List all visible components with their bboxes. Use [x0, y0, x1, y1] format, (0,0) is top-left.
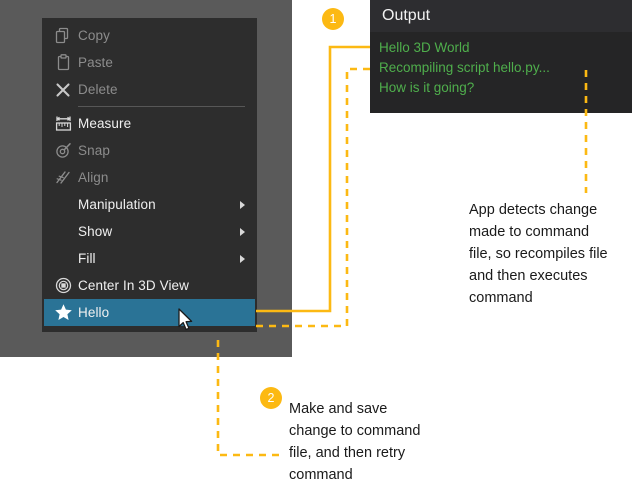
center-target-icon: [48, 275, 78, 297]
menu-item-hello[interactable]: Hello: [44, 299, 255, 326]
star-icon: [48, 302, 78, 324]
context-menu[interactable]: Copy Paste Delete: [42, 18, 257, 332]
callout-badge-2: 2: [260, 387, 282, 409]
menu-item-show[interactable]: Show: [42, 218, 257, 245]
menu-separator: [78, 106, 245, 107]
blank-icon: [48, 248, 78, 270]
callout-note-1: App detects change made to command file,…: [469, 202, 608, 306]
menu-item-center-in-3d-view[interactable]: Center In 3D View: [42, 272, 257, 299]
output-title-bar: Output: [370, 0, 632, 32]
menu-item-label: Center In 3D View: [78, 277, 190, 293]
delete-x-icon: [48, 79, 78, 101]
menu-item-label: Align: [78, 169, 109, 185]
blank-icon: [48, 221, 78, 243]
blank-icon: [48, 194, 78, 216]
align-icon: [48, 167, 78, 189]
menu-item-label: Hello: [78, 304, 110, 320]
output-log-line: Recompiling script hello.py...: [379, 60, 550, 75]
menu-item-label: Fill: [78, 250, 96, 266]
menu-item-fill[interactable]: Fill: [42, 245, 257, 272]
menu-item-label: Manipulation: [78, 196, 156, 212]
callout-note-2: Make and save change to command file, an…: [289, 401, 421, 483]
callout-badge-1: 1: [322, 8, 344, 30]
menu-item-paste[interactable]: Paste: [42, 49, 257, 76]
menu-item-snap[interactable]: Snap: [42, 137, 257, 164]
menu-item-align[interactable]: Align: [42, 164, 257, 191]
menu-item-manipulation[interactable]: Manipulation: [42, 191, 257, 218]
output-log-line: How is it going?: [379, 80, 475, 95]
snap-icon: [48, 140, 78, 162]
copy-icon: [48, 25, 78, 47]
menu-item-label: Paste: [78, 54, 114, 70]
mouse-cursor-icon: [178, 308, 194, 332]
menu-item-label: Measure: [78, 115, 132, 131]
chevron-right-icon: [240, 254, 245, 263]
measure-ruler-icon: [48, 113, 78, 135]
chevron-right-icon: [240, 200, 245, 209]
menu-item-label: Delete: [78, 81, 118, 97]
menu-item-copy[interactable]: Copy: [42, 22, 257, 49]
menu-item-label: Show: [78, 223, 113, 239]
paste-icon: [48, 52, 78, 74]
menu-item-label: Copy: [78, 27, 110, 43]
output-panel-title: Output: [382, 7, 431, 24]
output-log-line: Hello 3D World: [379, 40, 470, 55]
output-log-body: Hello 3D World Recompiling script hello.…: [370, 32, 632, 98]
chevron-right-icon: [240, 227, 245, 236]
output-panel: Output Hello 3D World Recompiling script…: [370, 0, 632, 113]
menu-item-delete[interactable]: Delete: [42, 76, 257, 103]
menu-item-measure[interactable]: Measure: [42, 110, 257, 137]
menu-item-label: Snap: [78, 142, 110, 158]
